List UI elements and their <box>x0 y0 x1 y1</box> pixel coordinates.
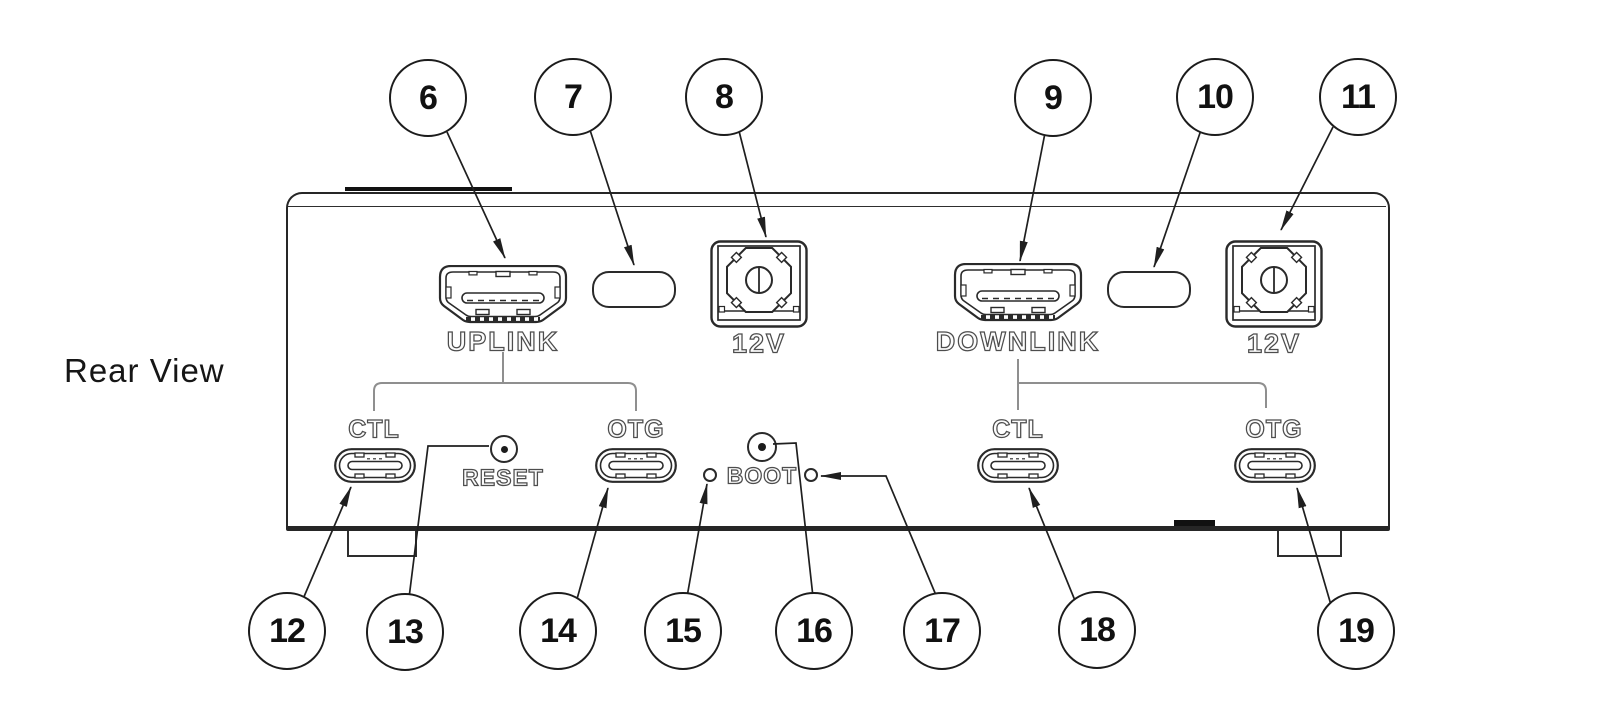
callout-18: 18 <box>1058 591 1136 669</box>
view-title: Rear View <box>64 352 225 389</box>
callout-number: 18 <box>1079 610 1116 649</box>
top-seam <box>345 187 512 191</box>
link-button-right <box>1107 271 1191 308</box>
otg-right-label: OTG <box>1245 415 1303 444</box>
usbc-port-ctl-left <box>334 448 416 483</box>
callout-number: 16 <box>796 611 833 650</box>
chassis-top-edge <box>288 206 1386 207</box>
callout-6: 6 <box>389 59 467 137</box>
reset-label: RESET <box>462 464 544 491</box>
callout-8: 8 <box>685 58 763 136</box>
callout-12: 12 <box>248 592 326 670</box>
callout-17: 17 <box>903 592 981 670</box>
power-label-right: 12V <box>1246 328 1302 359</box>
callout-number: 15 <box>665 611 702 650</box>
link-button-left <box>592 271 676 308</box>
usbc-port-otg-right <box>1234 448 1316 483</box>
callout-number: 8 <box>715 77 734 116</box>
power-jack-left <box>710 240 808 328</box>
callout-11: 11 <box>1319 58 1397 136</box>
otg-left-label: OTG <box>607 415 665 444</box>
boot-label: BOOT <box>726 462 798 489</box>
callout-7: 7 <box>534 58 612 136</box>
bottom-seam <box>1174 520 1215 526</box>
callout-19: 19 <box>1317 592 1395 670</box>
usbc-port-otg-left <box>595 448 677 483</box>
callout-number: 13 <box>387 612 424 651</box>
callout-14: 14 <box>519 592 597 670</box>
callout-number: 7 <box>564 77 583 116</box>
callout-number: 11 <box>1341 77 1376 116</box>
callout-number: 6 <box>419 78 438 117</box>
callout-number: 19 <box>1338 611 1375 650</box>
callout-10: 10 <box>1176 58 1254 136</box>
boot-button <box>747 432 777 462</box>
callout-13: 13 <box>366 593 444 671</box>
callout-15: 15 <box>644 592 722 670</box>
usbc-port-ctl-right <box>977 448 1059 483</box>
callout-number: 9 <box>1044 78 1063 117</box>
callout-number: 14 <box>540 611 577 650</box>
hdmi-port-uplink <box>438 265 568 324</box>
downlink-label: DOWNLINK <box>935 326 1101 357</box>
callout-number: 10 <box>1197 77 1234 116</box>
callout-9: 9 <box>1014 59 1092 137</box>
callout-number: 12 <box>269 611 306 650</box>
status-led-left <box>703 468 717 482</box>
uplink-label: UPLINK <box>446 326 560 357</box>
power-jack-right <box>1225 240 1323 328</box>
hdmi-port-downlink <box>953 263 1083 322</box>
callout-16: 16 <box>775 592 853 670</box>
callout-number: 17 <box>924 611 961 650</box>
ctl-right-label: CTL <box>992 415 1044 444</box>
ctl-left-label: CTL <box>348 415 400 444</box>
power-label-left: 12V <box>731 328 787 359</box>
status-led-right <box>804 468 818 482</box>
reset-button <box>490 435 518 463</box>
